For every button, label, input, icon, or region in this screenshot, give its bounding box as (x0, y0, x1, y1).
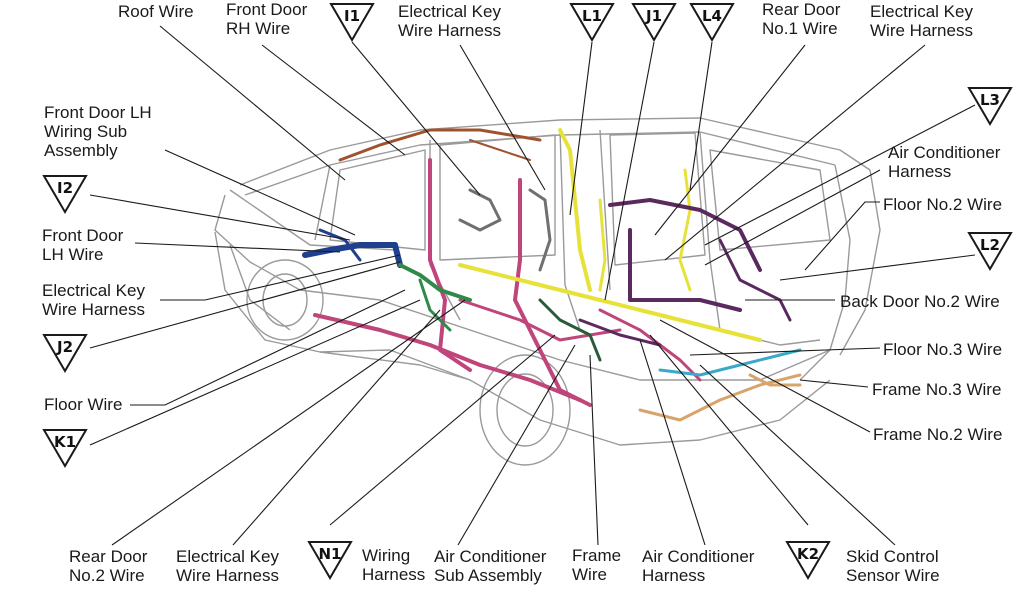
leader-frame-no3 (799, 379, 869, 388)
wiring-harness-strokes (302, 128, 802, 422)
leader-k2 (649, 334, 809, 526)
triangle-marker-icon (967, 232, 1013, 271)
marker-l3: L3 (967, 86, 1013, 126)
triangle-marker-icon (42, 175, 88, 214)
label-frame-wire: Frame Wire (572, 546, 622, 584)
label-floor-no2-wire: Floor No.2 Wire (883, 195, 1003, 214)
leader-j1 (604, 41, 655, 301)
triangle-marker-icon (631, 3, 677, 42)
triangle-marker-icon (42, 429, 88, 468)
leader-rear-door-no1 (654, 44, 806, 236)
leader-i1 (351, 41, 481, 196)
label-floor-no3-wire: Floor No.3 Wire (883, 340, 1003, 359)
label-front-door-lh-wiring-sub-assembly: Front Door LH Wiring Sub Assembly (44, 103, 152, 160)
leader-electrical-key-top-2 (664, 44, 926, 261)
label-electrical-key-top-2: Electrical Key Wire Harness (870, 2, 973, 40)
leader-roof-wire (159, 25, 346, 181)
leader-frame-wire (589, 354, 599, 546)
leader-l2 (779, 254, 976, 281)
marker-k2: K2 (785, 540, 831, 580)
triangle-marker-icon (967, 87, 1013, 126)
leader-floor-no3 (689, 347, 881, 356)
label-air-conditioner-sub-assembly: Air Conditioner Sub Assembly (434, 547, 547, 585)
leader-front-door-lh-sub-assembly (164, 149, 356, 236)
leader-air-conditioner-harness-right (704, 169, 881, 266)
marker-j1-label: J1 (645, 7, 663, 25)
label-wiring-harness: Wiring Harness (362, 546, 426, 584)
marker-i1-label: I1 (343, 7, 361, 25)
leader-air-conditioner-sub-assembly (457, 344, 576, 546)
leader-electrical-key-bottom (232, 309, 441, 546)
marker-j2-label: J2 (56, 338, 74, 356)
leader-floor-wire (130, 289, 406, 406)
label-electrical-key-bottom: Electrical Key Wire Harness (176, 547, 279, 585)
leader-l3 (704, 104, 976, 246)
label-electrical-key-top-1: Electrical Key Wire Harness (398, 2, 501, 40)
marker-k1: K1 (42, 428, 88, 468)
marker-i2-label: I2 (56, 179, 74, 197)
leader-frame-no2 (659, 319, 871, 433)
marker-l4-label: L4 (702, 7, 722, 25)
label-rear-door-no2-wire: Rear Door No.2 Wire (69, 547, 148, 585)
marker-l1-label: L1 (582, 7, 602, 25)
leader-l1 (569, 41, 593, 216)
leader-i2 (89, 194, 351, 241)
leader-rear-door-no2 (111, 299, 466, 546)
triangle-marker-icon (307, 541, 353, 580)
label-electrical-key-left: Electrical Key Wire Harness (42, 281, 145, 319)
label-roof-wire: Roof Wire (118, 2, 194, 21)
marker-i2: I2 (42, 174, 88, 214)
marker-i1: I1 (329, 2, 375, 42)
marker-k1-label: K1 (53, 433, 77, 451)
label-air-conditioner-harness-right: Air Conditioner Harness (888, 143, 1001, 181)
leader-electrical-key-left (160, 254, 401, 301)
marker-j1: J1 (631, 2, 677, 42)
marker-n1-label: N1 (318, 545, 342, 563)
label-air-conditioner-harness-bottom: Air Conditioner Harness (642, 547, 755, 585)
leader-lines (89, 25, 976, 546)
label-skid-control-sensor-wire: Skid Control Sensor Wire (846, 547, 940, 585)
vehicle-body-outline (214, 117, 881, 466)
triangle-marker-icon (689, 3, 735, 42)
leader-air-conditioner-harness-bottom (639, 339, 706, 546)
leader-n1 (329, 334, 556, 526)
label-frame-no2-wire: Frame No.2 Wire (873, 425, 1003, 444)
leader-front-door-lh-wire (134, 242, 341, 253)
marker-k2-label: K2 (796, 545, 820, 563)
triangle-marker-icon (785, 541, 831, 580)
label-rear-door-no1-wire: Rear Door No.1 Wire (762, 0, 841, 38)
leader-skid-control (699, 364, 896, 546)
triangle-marker-icon (42, 334, 88, 373)
marker-l2-label: L2 (980, 236, 1000, 254)
leader-k1 (89, 299, 421, 446)
leader-l4 (689, 41, 713, 191)
label-front-door-lh-wire: Front Door LH Wire (42, 226, 124, 264)
marker-n1: N1 (307, 540, 353, 580)
marker-l2: L2 (967, 231, 1013, 271)
triangle-marker-icon (329, 3, 375, 42)
marker-l4: L4 (689, 2, 735, 42)
leader-electrical-key-top-1 (459, 44, 546, 191)
label-front-door-rh-wire: Front Door RH Wire (226, 0, 308, 38)
leader-front-door-rh-wire (261, 44, 406, 156)
triangle-marker-icon (569, 3, 615, 42)
marker-j2: J2 (42, 333, 88, 373)
marker-l3-label: L3 (980, 91, 1000, 109)
leader-floor-no2-wire (804, 201, 880, 271)
marker-l1: L1 (569, 2, 615, 42)
label-back-door-no2-wire: Back Door No.2 Wire (840, 292, 1000, 311)
label-frame-no3-wire: Frame No.3 Wire (872, 380, 1002, 399)
leader-j2 (89, 261, 401, 349)
label-floor-wire: Floor Wire (44, 395, 123, 414)
